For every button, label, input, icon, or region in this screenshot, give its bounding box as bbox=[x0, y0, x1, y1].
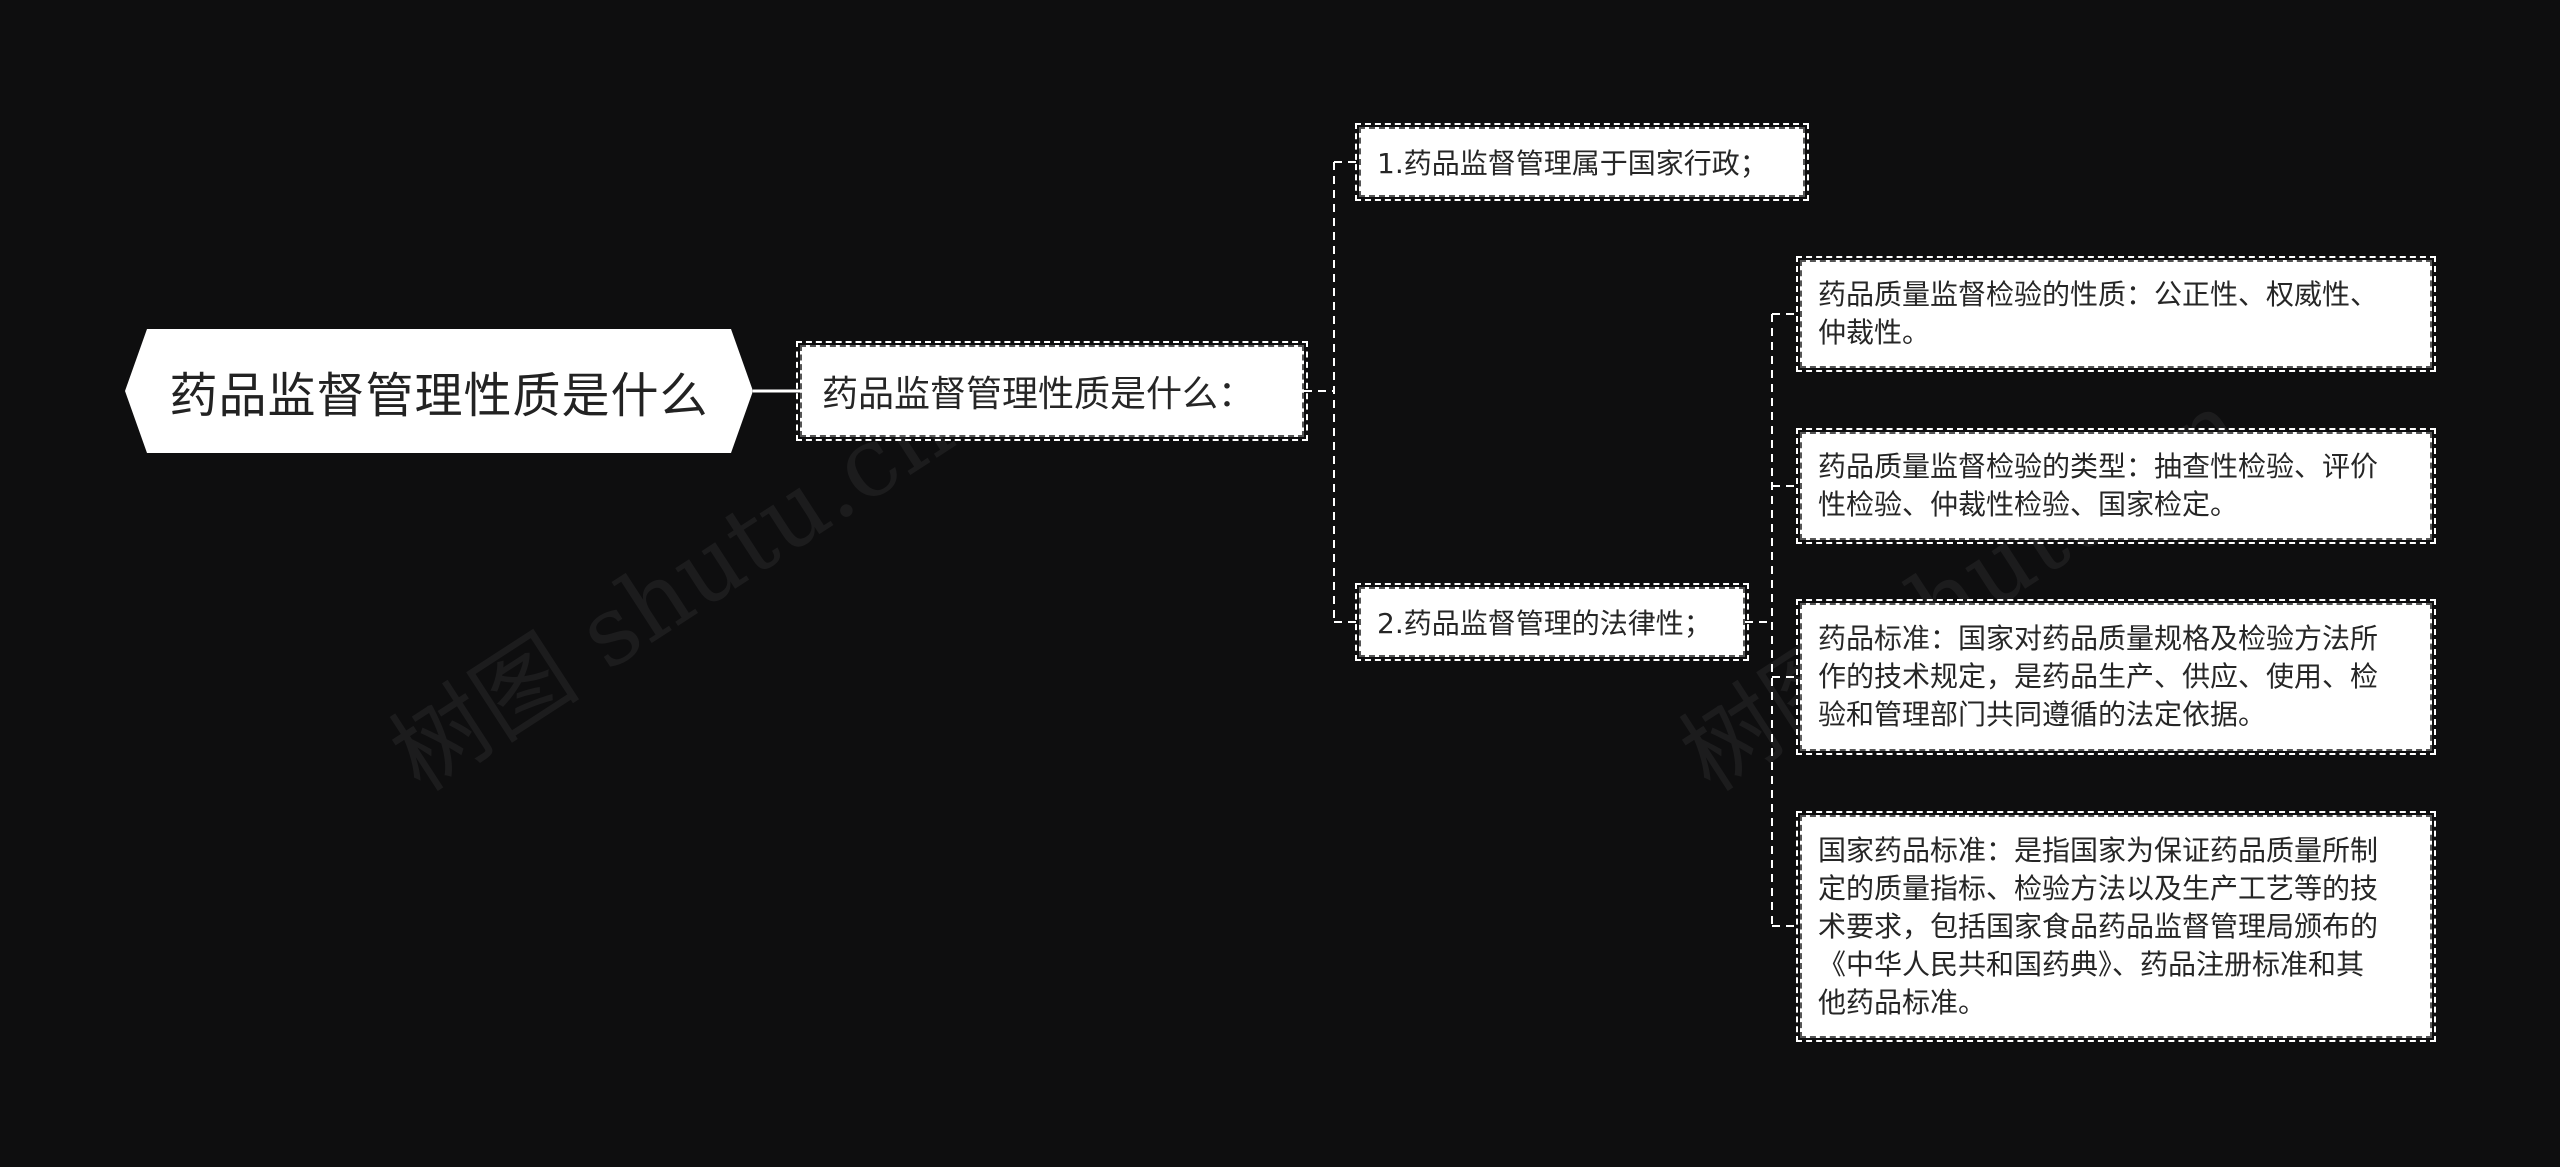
level1-topic-label: 药品监督管理性质是什么： bbox=[822, 374, 1255, 415]
connector-level1-to-level2 bbox=[1304, 161, 1359, 623]
subtopic-node-legal[interactable]: 2.药品监督管理的法律性； bbox=[1355, 583, 1749, 661]
connector-level2-to-leaves bbox=[1745, 313, 1800, 927]
root-topic-node[interactable]: 药品监督管理性质是什么 bbox=[125, 329, 753, 453]
subtopic-label: 1.药品监督管理属于国家行政； bbox=[1377, 147, 1768, 180]
leaf-node-national-drug-standard[interactable]: 国家药品标准：是指国家为保证药品质量所制 定的质量指标、检验方法以及生产工艺等的… bbox=[1796, 811, 2436, 1042]
leaf-node-inspection-nature[interactable]: 药品质量监督检验的性质：公正性、权威性、 仲裁性。 bbox=[1796, 256, 2436, 372]
subtopic-label: 2.药品监督管理的法律性； bbox=[1377, 607, 1712, 640]
subtopic-node-administrative[interactable]: 1.药品监督管理属于国家行政； bbox=[1355, 123, 1809, 201]
root-topic-label: 药品监督管理性质是什么 bbox=[169, 368, 709, 424]
leaf-text: 药品质量监督检验的性质：公正性、权威性、 仲裁性。 bbox=[1818, 278, 2379, 349]
leaf-text: 药品质量监督检验的类型：抽查性检验、评价 性检验、仲裁性检验、国家检定。 bbox=[1818, 450, 2379, 521]
leaf-node-drug-standard[interactable]: 药品标准：国家对药品质量规格及检验方法所 作的技术规定，是药品生产、供应、使用、… bbox=[1796, 599, 2436, 755]
level1-topic-node[interactable]: 药品监督管理性质是什么： bbox=[796, 341, 1308, 441]
leaf-text: 药品标准：国家对药品质量规格及检验方法所 作的技术规定，是药品生产、供应、使用、… bbox=[1818, 622, 2379, 731]
leaf-text: 国家药品标准：是指国家为保证药品质量所制 定的质量指标、检验方法以及生产工艺等的… bbox=[1818, 833, 2379, 1019]
leaf-node-inspection-types[interactable]: 药品质量监督检验的类型：抽查性检验、评价 性检验、仲裁性检验、国家检定。 bbox=[1796, 428, 2436, 544]
